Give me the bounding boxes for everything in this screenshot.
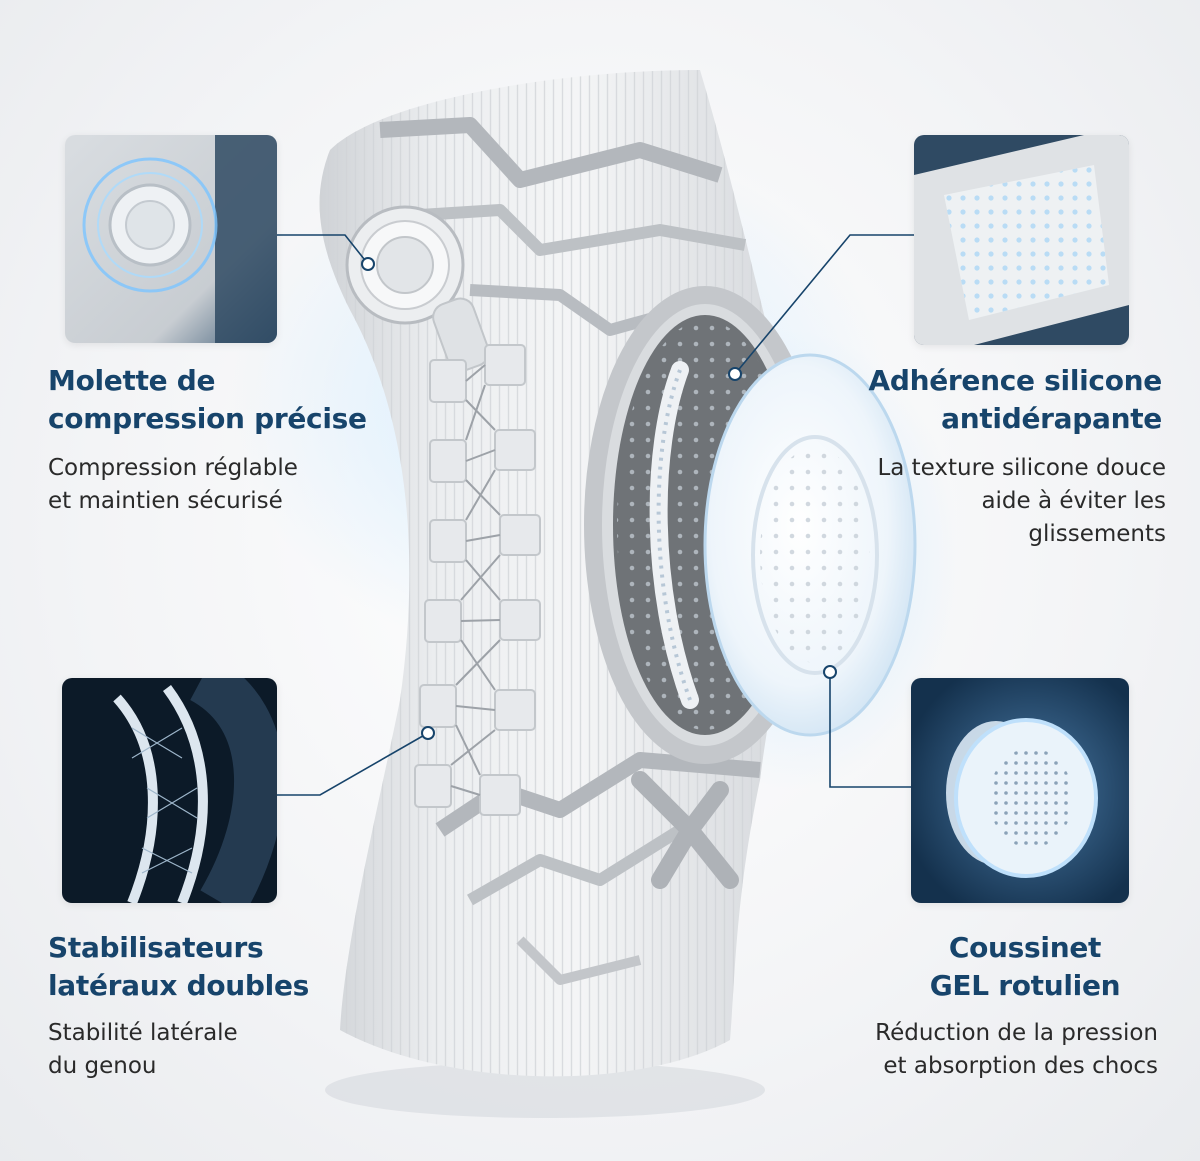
feature-title-compression-dial: Molette de compression précise (48, 362, 367, 438)
feature-desc-lateral-stabilizers: Stabilité latérale du genou (48, 1017, 238, 1083)
title-line: Coussinet (948, 931, 1102, 964)
silicone-thumbnail (914, 135, 1129, 345)
desc-line: du genou (48, 1053, 157, 1079)
desc-line: Réduction de la pression (875, 1020, 1158, 1046)
desc-line: aide à éviter les (981, 488, 1166, 514)
desc-line: glissements (1028, 521, 1166, 547)
title-line: latéraux doubles (48, 969, 310, 1002)
feature-desc-compression-dial: Compression réglable et maintien sécuris… (48, 452, 298, 518)
feature-title-lateral-stabilizers: Stabilisateurs latéraux doubles (48, 929, 309, 1005)
desc-line: et maintien sécurisé (48, 488, 283, 514)
title-line: compression précise (48, 402, 367, 435)
feature-desc-silicone-grip: La texture silicone douce aide à éviter … (877, 452, 1166, 551)
title-line: Molette de (48, 364, 216, 397)
desc-line: et absorption des chocs (883, 1053, 1158, 1079)
desc-line: Stabilité latérale (48, 1020, 238, 1046)
gel-pad-icon (911, 678, 1129, 903)
desc-line: Compression réglable (48, 455, 298, 481)
desc-line: La texture silicone douce (877, 455, 1166, 481)
feature-title-silicone-grip: Adhérence silicone antidérapante (868, 362, 1162, 438)
feature-desc-gel-pad: Réduction de la pression et absorption d… (875, 1017, 1158, 1083)
stabilizer-thumbnail (62, 678, 277, 903)
silicone-texture-icon (914, 135, 1129, 345)
feature-title-gel-pad: Coussinet GEL rotulien (900, 929, 1150, 1005)
dial-thumbnail (65, 135, 277, 343)
dial-icon (65, 135, 277, 343)
stabilizer-icon (62, 678, 277, 903)
title-line: antidérapante (941, 402, 1162, 435)
title-line: Stabilisateurs (48, 931, 264, 964)
title-line: GEL rotulien (929, 969, 1121, 1002)
title-line: Adhérence silicone (868, 364, 1162, 397)
gel-thumbnail (911, 678, 1129, 903)
